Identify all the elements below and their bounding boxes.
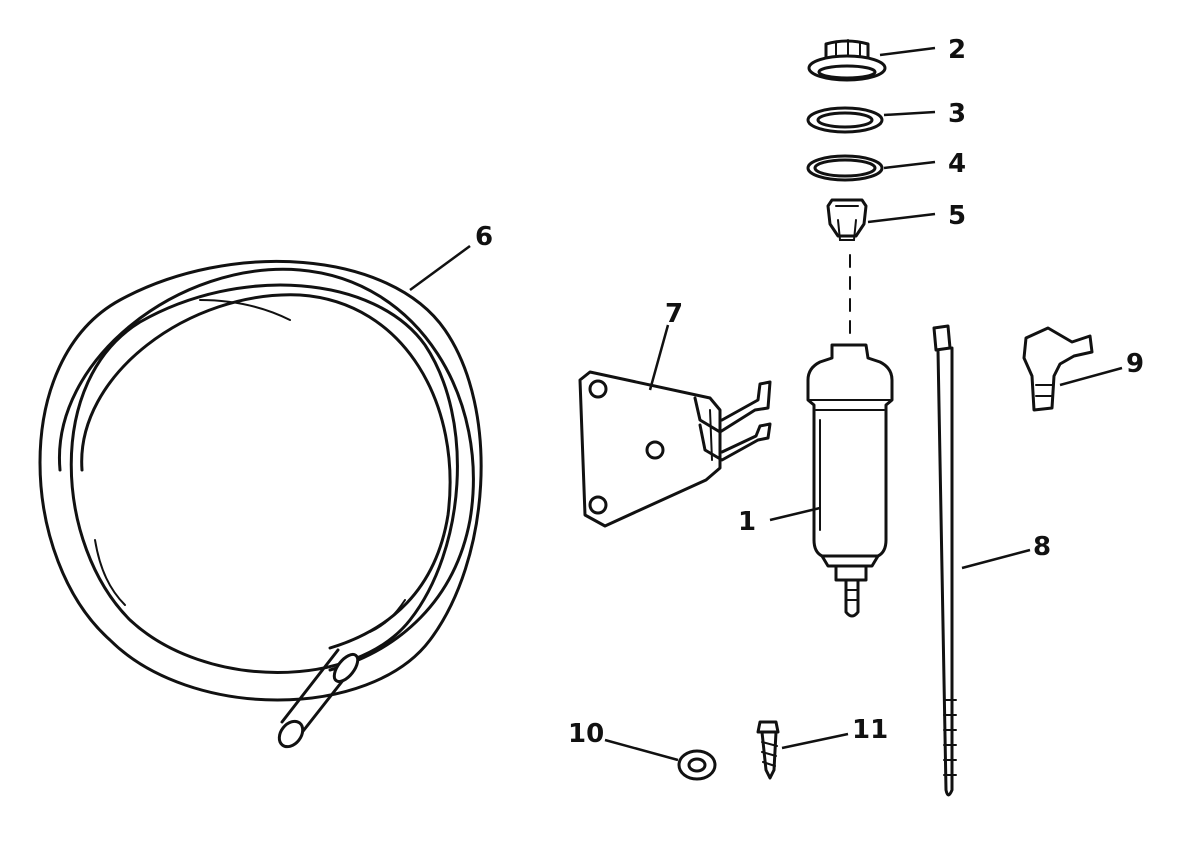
callout-8: 8	[1033, 532, 1051, 562]
callout-labels: 2 3 4 5 6 7 1 8 9 10 11	[475, 35, 1144, 749]
callout-5: 5	[948, 201, 966, 231]
hose-coil	[38, 260, 483, 749]
callout-6: 6	[475, 222, 493, 252]
filter-element-top	[826, 198, 868, 241]
fuel-filter	[806, 343, 894, 618]
mounting-bracket	[578, 370, 772, 528]
elbow-fitting	[1022, 326, 1094, 412]
leader-lines	[409, 46, 1123, 762]
callout-3: 3	[948, 99, 966, 129]
cap-ring	[806, 106, 884, 134]
screw	[756, 720, 780, 780]
cable-tie	[932, 324, 957, 797]
o-ring	[806, 154, 884, 182]
callout-7: 7	[665, 299, 683, 329]
callout-4: 4	[948, 149, 966, 179]
callout-1: 1	[738, 507, 756, 537]
callout-10: 10	[568, 719, 604, 749]
callout-2: 2	[948, 35, 966, 65]
washer	[677, 749, 717, 781]
callout-9: 9	[1126, 349, 1144, 379]
filter-cap	[807, 39, 887, 82]
callout-11: 11	[852, 715, 888, 745]
